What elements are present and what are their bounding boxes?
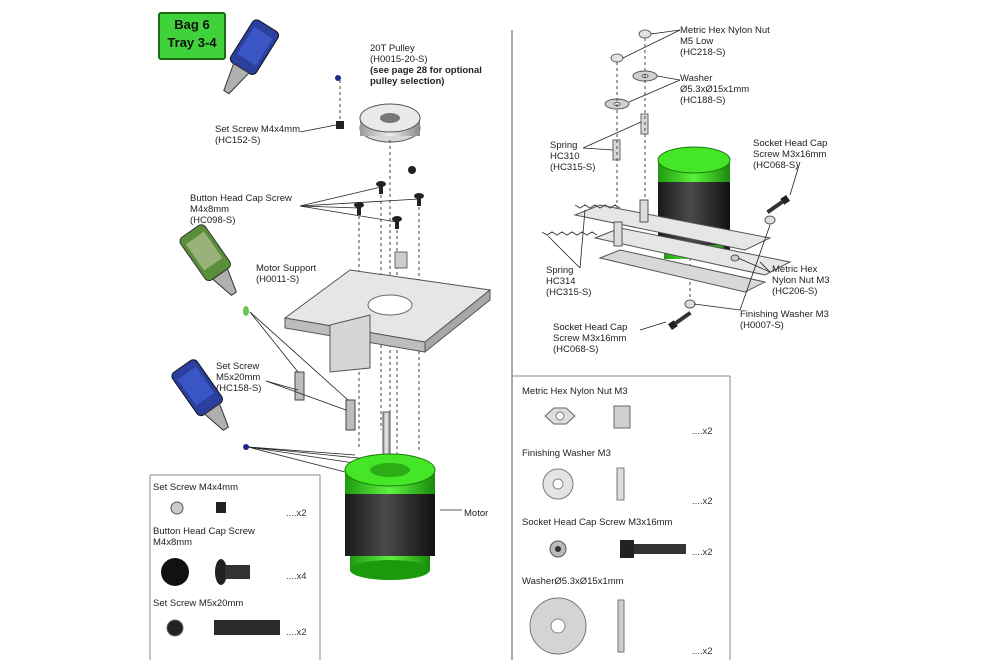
- parts-right-qty-2: ....x2: [692, 496, 713, 507]
- socket-screw-top-icon: [766, 195, 791, 214]
- motor-icon: [344, 411, 436, 580]
- socket-screw-bottom-icon: [667, 311, 692, 330]
- parts-right-name-4: WasherØ5.3xØ15x1mm: [522, 576, 624, 587]
- bag-label: Bag 6: [174, 17, 210, 32]
- drop-icon: [335, 75, 341, 81]
- set-screw-m4-label: Set Screw M4x4mm(HC152-S): [215, 124, 300, 146]
- finishing-washer-right-icon: [684, 299, 696, 309]
- motor-support-icon: [283, 269, 492, 373]
- washers-icon: [604, 70, 658, 110]
- parts-left-qty-3: ....x2: [286, 627, 307, 638]
- parts-left-name-3: Set Screw M5x20mm: [153, 598, 244, 609]
- loctite-bottle-top: [223, 19, 280, 95]
- parts-right-icons: [529, 405, 686, 655]
- button-screws-icon: [354, 181, 424, 229]
- parts-right-qty-1: ....x2: [692, 426, 713, 437]
- motor-label: Motor: [464, 508, 489, 519]
- spring-hc314-icon: [541, 204, 621, 236]
- parts-right-name-2: Finishing Washer M3: [522, 448, 611, 459]
- parts-right-qty-4: ....x2: [692, 646, 713, 657]
- bag-tray-badge: Bag 6 Tray 3-4: [158, 12, 226, 60]
- parts-left-icons: [161, 501, 280, 637]
- set-screw-icon: [336, 121, 344, 129]
- loctite-bottle-middle: [179, 224, 237, 297]
- parts-left-qty-1: ....x2: [286, 508, 307, 519]
- pulley-label: 20T Pulley(H0015-20-S)(see page 28 for o…: [370, 43, 482, 87]
- parts-right-name-3: Socket Head Cap Screw M3x16mm: [522, 517, 673, 528]
- motor-support-label: Motor Support(H0011-S): [256, 263, 317, 285]
- hex-nut-m3-right-icon: [730, 254, 740, 262]
- pulley-icon: [359, 103, 421, 143]
- parts-left-qty-2: ....x4: [286, 571, 307, 582]
- parts-right-qty-3: ....x2: [692, 547, 713, 558]
- parts-left-name-2: Button Head Cap Screw M4x8mm: [153, 526, 255, 548]
- loctite-bottle-bottom: [171, 359, 229, 432]
- mount-plate-right-icon: [573, 199, 792, 293]
- tray-label: Tray 3-4: [167, 35, 217, 50]
- parts-right-name-1: Metric Hex Nylon Nut M3: [522, 386, 628, 397]
- finishing-washer-label: Finishing Washer M3(H0007-S): [740, 309, 829, 331]
- parts-left-name-1: Set Screw M4x4mm: [153, 482, 238, 493]
- set-screw-m5-icon: [294, 371, 305, 401]
